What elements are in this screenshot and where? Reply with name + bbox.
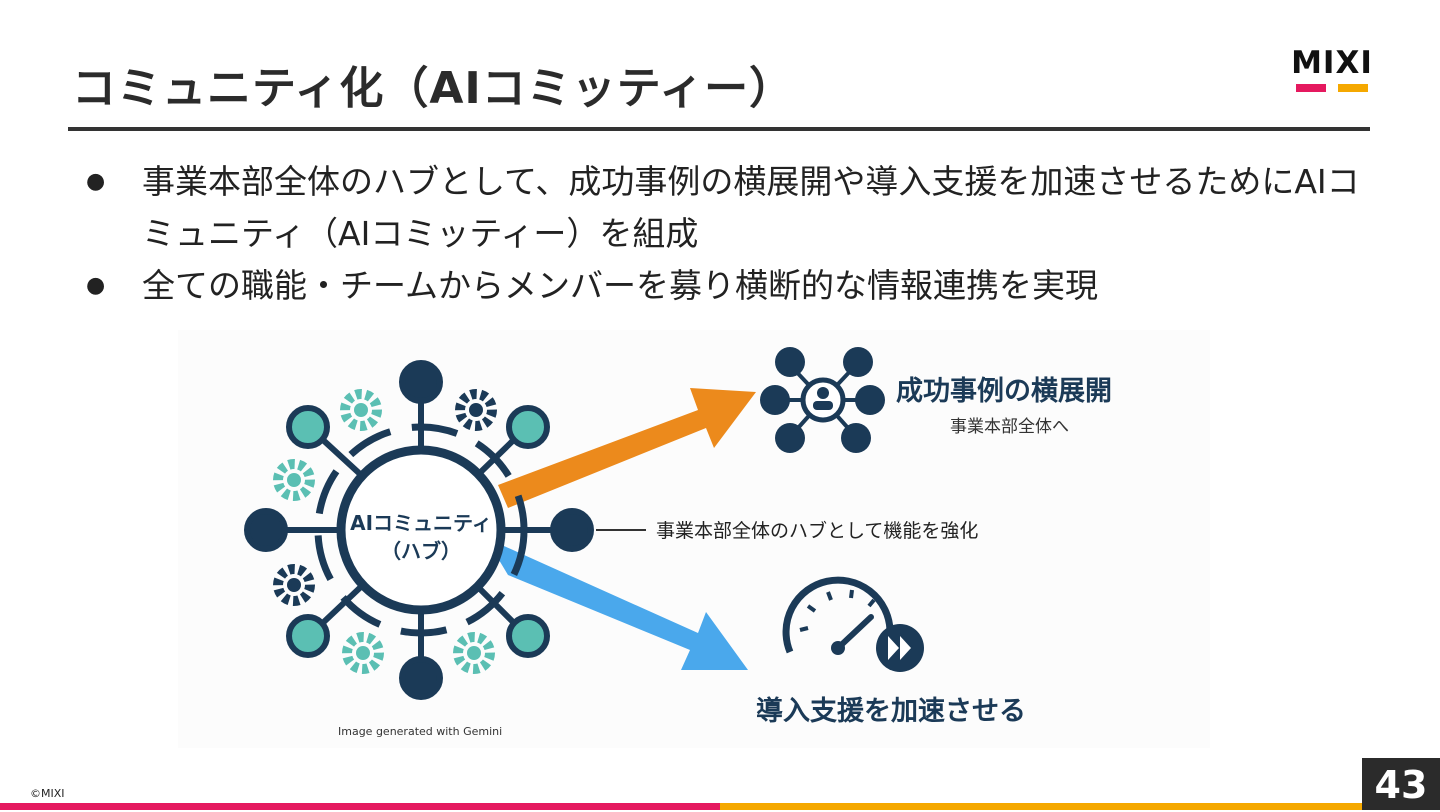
- logo-bar-yellow: [1338, 84, 1368, 92]
- orange-arrow: [498, 388, 756, 508]
- gear-icon: [455, 389, 497, 431]
- gear-icon: [453, 632, 495, 674]
- copyright: ©MIXI: [30, 787, 65, 800]
- slide-title: コミュニティ化（AIコミッティー）: [72, 63, 795, 114]
- top-heading: 成功事例の横展開: [896, 376, 1112, 407]
- bullet-dot-icon: ●: [86, 273, 106, 298]
- gear-icon: [342, 632, 384, 674]
- bullet-dot-icon: ●: [86, 169, 106, 194]
- logo-bar-pink: [1296, 84, 1326, 92]
- bullet-text: 事業本部全体のハブとして、成功事例の横展開や導入支援を加速させるためにAIコミュ…: [142, 162, 1360, 253]
- title-divider: [68, 127, 1370, 131]
- footer-bar-yellow: [720, 803, 1440, 810]
- bullet-text: 全ての職能・チームからメンバーを募り横断的な情報連携を実現: [142, 266, 1099, 305]
- bottom-heading: 導入支援を加速させる: [756, 695, 1026, 727]
- hub-sublabel: （ハブ）: [381, 539, 461, 563]
- gear-icon: [273, 459, 315, 501]
- gear-icon: [340, 389, 382, 431]
- image-credit: Image generated with Gemini: [338, 725, 503, 738]
- hub-label: AIコミュニティ: [350, 511, 492, 535]
- middle-label: 事業本部全体のハブとして機能を強化: [656, 519, 978, 542]
- hub-circle: [336, 445, 506, 615]
- footer-bar-pink: [0, 803, 720, 810]
- mixi-logo: MIXI: [1282, 46, 1382, 98]
- speedometer-icon: [782, 576, 924, 672]
- hub-illustration: AIコミュニティ （ハブ） 事業本部全体のハブとして機能を強化: [178, 330, 1210, 748]
- gear-icon: [273, 564, 315, 606]
- logo-wordmark: MIXI: [1291, 45, 1373, 81]
- page-number: 43: [1362, 758, 1440, 810]
- top-subheading: 事業本部全体へ: [950, 417, 1069, 437]
- blue-arrow: [496, 546, 748, 670]
- bullet-list: ● 事業本部全体のハブとして、成功事例の横展開や導入支援を加速させるためにAIコミ…: [84, 156, 1374, 312]
- network-icon: [760, 347, 885, 453]
- bullet-item: ● 全ての職能・チームからメンバーを募り横断的な情報連携を実現: [84, 260, 1374, 312]
- bullet-item: ● 事業本部全体のハブとして、成功事例の横展開や導入支援を加速させるためにAIコミ…: [84, 156, 1374, 260]
